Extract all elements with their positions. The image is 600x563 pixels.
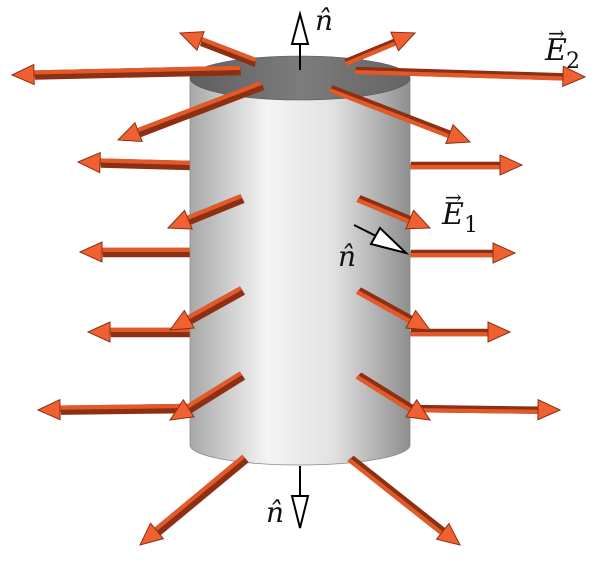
- field-arrow-11: [78, 241, 191, 263]
- field-arrow-shaft: [354, 70, 564, 81]
- label-e2: → E 2: [544, 21, 580, 74]
- field-arrow-shaft: [154, 454, 245, 531]
- normal-vector-top: [290, 10, 310, 70]
- field-arrow-9: [166, 194, 245, 230]
- field-arrow-4: [354, 65, 587, 88]
- field-arrow-shaft: [345, 41, 397, 66]
- field-arrow-head: [405, 398, 432, 421]
- field-arrow-head: [537, 398, 562, 421]
- field-arrow-head: [166, 209, 193, 230]
- normal-bottom-head-icon: [290, 495, 310, 529]
- field-arrow-shaft: [186, 194, 242, 220]
- field-arrow-head: [76, 151, 101, 174]
- back-field-arrows: [36, 151, 562, 421]
- field-arrow-20: [409, 398, 562, 421]
- field-arrow-shaft: [328, 88, 450, 139]
- field-arrow-head: [168, 309, 195, 331]
- field-arrow-16: [410, 321, 512, 343]
- cylinder-body: [189, 77, 411, 466]
- field-arrow-head: [562, 65, 587, 88]
- field-arrow-shaft: [410, 165, 500, 170]
- field-arrow-6: [328, 85, 472, 144]
- field-arrow-shaft: [355, 290, 411, 323]
- field-arrow-head: [435, 522, 461, 546]
- label-e1-sub: 1: [464, 213, 478, 238]
- field-arrow-shaft: [137, 81, 262, 133]
- field-arrow-12: [410, 242, 517, 264]
- field-arrow-head: [390, 31, 417, 52]
- normal-side-shaft: [353, 224, 377, 237]
- field-arrow-7: [76, 151, 191, 174]
- normal-top-head-icon: [290, 10, 310, 45]
- field-arrow-head: [499, 154, 524, 176]
- field-arrow-shaft: [59, 403, 190, 410]
- field-arrow-8: [410, 154, 524, 176]
- field-arrow-19: [36, 398, 192, 421]
- field-arrow-shaft: [410, 253, 493, 258]
- field-arrow-head: [168, 398, 195, 421]
- field-arrow-head: [445, 123, 472, 144]
- field-arrow-head: [139, 522, 165, 546]
- field-arrow-21: [139, 454, 249, 546]
- field-arrow-shaft: [187, 286, 242, 320]
- field-arrow-head: [405, 209, 432, 230]
- field-arrow-head: [78, 241, 103, 263]
- label-n-top: n̂: [315, 4, 333, 37]
- field-arrow-shaft: [99, 158, 191, 165]
- field-arrow-shaft: [356, 198, 410, 224]
- field-arrow-shaft: [409, 408, 539, 414]
- label-e2-base: E: [544, 33, 567, 68]
- gaussian-cylinder: [189, 55, 411, 466]
- label-e1-arrow: →: [445, 185, 462, 209]
- field-arrow-13: [168, 286, 246, 331]
- field-arrow-shaft: [347, 458, 443, 535]
- label-e2-sub: 2: [566, 49, 580, 74]
- field-arrow-head: [178, 31, 205, 52]
- field-arrow-head: [36, 398, 61, 421]
- normal-vector-bottom: [290, 466, 310, 529]
- normal-side-head-icon: [369, 226, 410, 255]
- field-arrow-shaft-shadow: [154, 454, 249, 536]
- field-arrow-shaft: [186, 371, 242, 409]
- label-e2-arrow: →: [548, 21, 565, 45]
- field-arrow-shaft: [102, 247, 190, 252]
- field-arrow-shaft: [200, 37, 257, 62]
- field-arrow-10: [356, 195, 432, 230]
- field-arrow-head: [86, 321, 111, 343]
- field-arrow-head: [492, 242, 517, 264]
- label-e1-base: E: [441, 197, 464, 232]
- label-n-bottom: n̂: [266, 496, 284, 529]
- field-arrow-shaft: [410, 332, 488, 337]
- field-arrow-head: [487, 321, 512, 343]
- field-arrow-head: [116, 121, 143, 143]
- field-arrow-2: [344, 31, 417, 66]
- field-arrow-1: [178, 31, 257, 67]
- field-arrow-head: [405, 309, 432, 331]
- field-arrow-shaft: [355, 375, 412, 412]
- field-arrow-18: [355, 372, 432, 421]
- field-arrow-shaft: [33, 65, 240, 75]
- label-e1: → E 1: [441, 185, 478, 238]
- field-arrow-3: [10, 63, 242, 86]
- normal-vector-side: [353, 224, 410, 255]
- front-field-arrows: [10, 31, 587, 546]
- field-arrow-14: [355, 287, 432, 331]
- label-n-side: n̂: [338, 240, 356, 273]
- field-arrow-shaft: [110, 327, 190, 332]
- field-arrow-head: [10, 63, 35, 86]
- field-arrow-5: [116, 81, 265, 143]
- field-arrow-22: [347, 455, 461, 546]
- field-arrow-17: [168, 371, 246, 421]
